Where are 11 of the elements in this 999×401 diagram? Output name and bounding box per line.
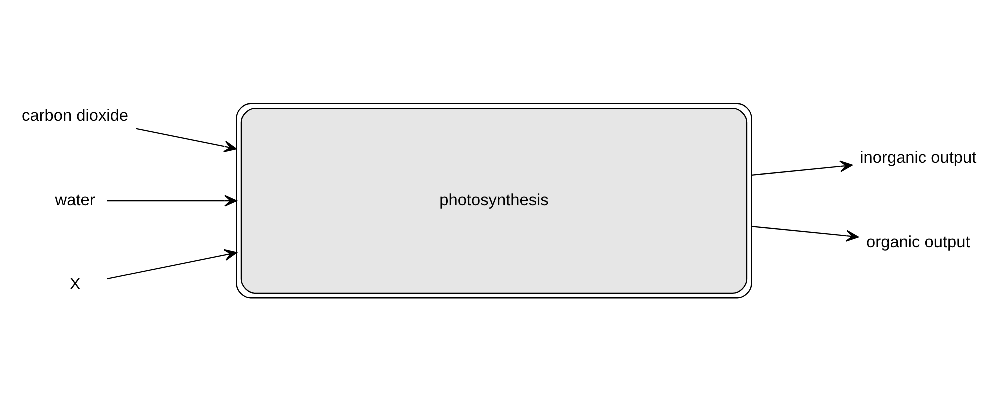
arrow: [752, 160, 853, 176]
node-box: photosynthesis: [236, 102, 752, 298]
arrow: [752, 226, 860, 242]
node-text: carbon dioxide: [22, 106, 129, 125]
arrow: [107, 194, 238, 206]
arrow: [106, 248, 238, 280]
arrow: [136, 128, 238, 152]
node-text: X: [70, 275, 81, 294]
node-text: water: [55, 190, 96, 209]
node-text: organic output: [866, 232, 970, 251]
node-text: inorganic output: [860, 148, 977, 167]
